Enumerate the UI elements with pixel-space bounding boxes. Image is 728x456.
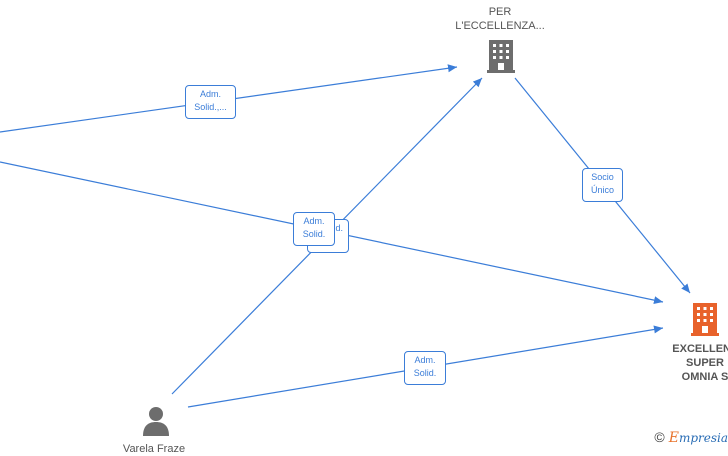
person-icon[interactable] (143, 407, 169, 436)
building-icon[interactable] (691, 303, 719, 336)
person-label[interactable]: Varela Fraze (122, 443, 186, 455)
edge-label-adm-solid-bottom[interactable]: Adm. Solid. (404, 351, 446, 385)
empresia-watermark: ©Empresia (654, 429, 728, 446)
company-main-label[interactable]: EXCELLENT SUPER OMNIA S (672, 343, 728, 383)
edge-label-socio-unico[interactable]: Socio Único (582, 168, 623, 202)
company-top-label[interactable]: PER L'ECCELLENZA... (455, 6, 545, 32)
edge-label-adm-solid-center[interactable]: Adm. Solid. (293, 212, 335, 246)
copyright-icon: © (654, 429, 665, 445)
building-icon[interactable] (487, 40, 515, 73)
edge-label-adm-solid-top[interactable]: Adm. Solid.,... (185, 85, 236, 119)
